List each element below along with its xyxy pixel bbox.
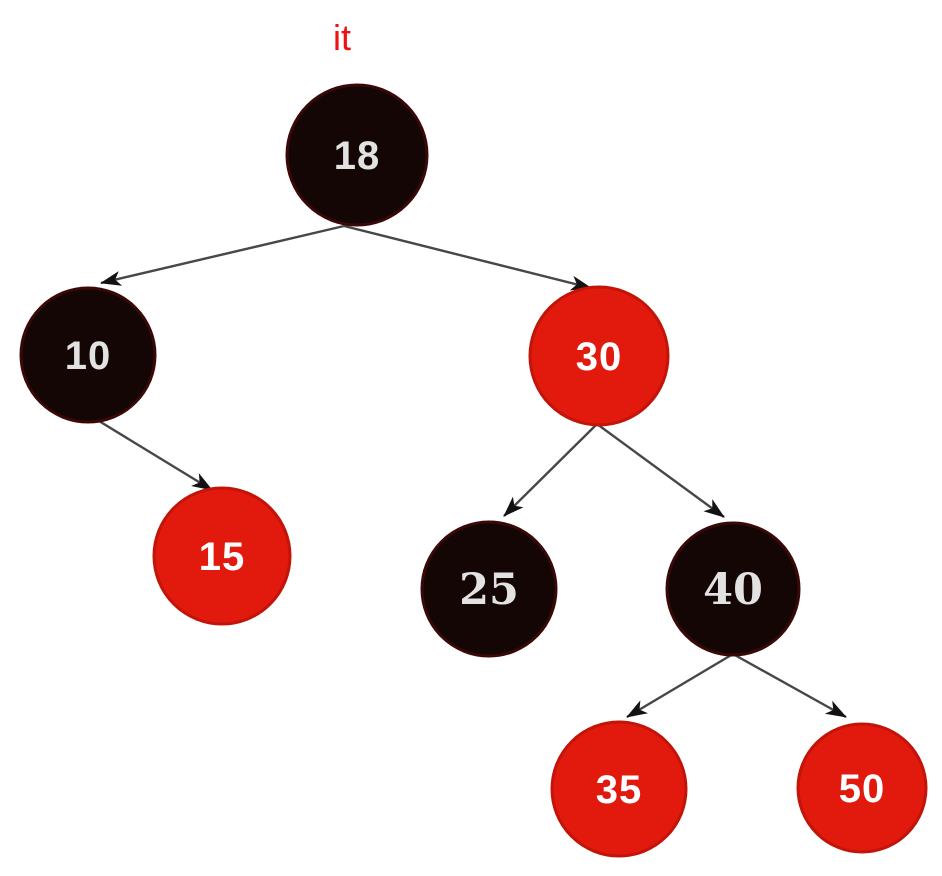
node-value-label: 40 [703, 565, 763, 615]
tree-edge-n40-n50 [732, 652, 847, 719]
tree-node-35: 35 [550, 720, 688, 858]
node-circle-15 [152, 486, 292, 626]
node-value-label: 35 [596, 768, 643, 812]
tree-node-10: 10 [19, 286, 157, 424]
node-value-label: 25 [459, 565, 519, 615]
tree-node-18: 18 [285, 83, 429, 227]
iterator-pointer-label: it [333, 17, 351, 58]
node-circle-10 [19, 286, 157, 424]
tree-edge-n10-n15 [98, 419, 213, 492]
node-value-label: 50 [839, 767, 886, 811]
tree-node-25: 25 [420, 520, 558, 658]
node-circle-18 [285, 83, 429, 227]
tree-edge-n18-n30 [343, 224, 592, 291]
tree-edge-n30-n40 [596, 423, 725, 518]
tree-node-40: 40 [665, 521, 801, 657]
edges-layer [98, 224, 847, 719]
tree-edge-n18-n10 [100, 224, 345, 286]
tree-node-50: 50 [796, 722, 928, 854]
nodes-layer: 18 10 30 15 25 40 35 50 [19, 83, 928, 858]
tree-edge-n30-n25 [503, 423, 598, 517]
node-value-label: 10 [65, 334, 112, 378]
node-circle-30 [528, 285, 670, 427]
node-value-label: 18 [334, 134, 381, 178]
tree-edge-n40-n35 [626, 652, 734, 719]
node-value-label: 30 [576, 335, 623, 379]
node-circle-35 [550, 720, 688, 858]
node-circle-50 [796, 722, 928, 854]
node-value-label: 15 [199, 535, 246, 579]
node-circle-25 [420, 520, 558, 658]
node-circle-40 [665, 521, 801, 657]
tree-node-15: 15 [152, 486, 292, 626]
tree-node-30: 30 [528, 285, 670, 427]
